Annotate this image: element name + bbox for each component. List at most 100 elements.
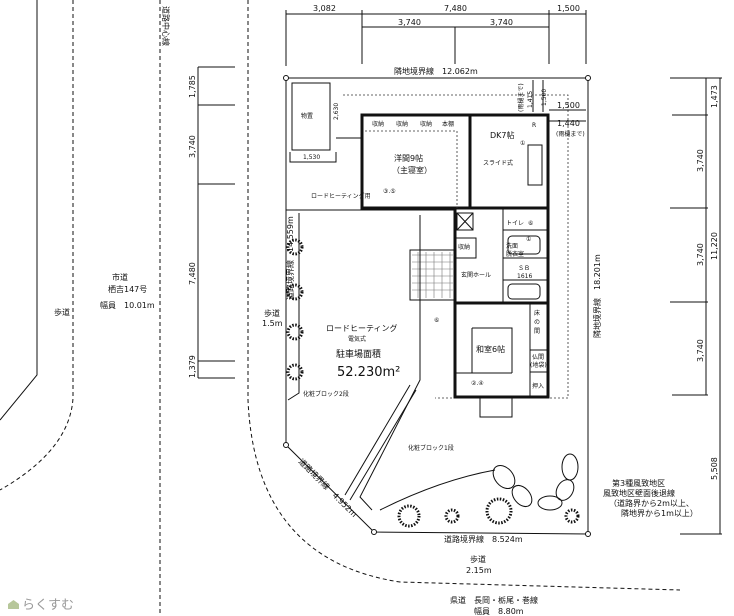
toilet-label: トイレ [506, 220, 524, 227]
sidewalk-line-right [247, 0, 681, 591]
washroom-label-2: 脱衣室 [506, 250, 524, 258]
city-road-width: 幅員 10.01m [100, 300, 155, 310]
storage-label: 物置 [301, 112, 313, 120]
mark-dk: ① [520, 140, 525, 147]
sidewalk-right-label: 歩道 [264, 308, 280, 318]
alcove-3: 間 [534, 328, 540, 335]
logo: らくすむ [8, 594, 74, 613]
boundary-right-label: 隣地境界線 18.201m [592, 254, 602, 338]
parking-heating: ロードヒーティング [326, 323, 398, 333]
dim-top-4: 3,740 [398, 18, 421, 27]
boundary-top-label: 隣地境界線 12.062m [394, 66, 478, 76]
washroom-label: 洗面 [506, 242, 518, 250]
zone-note-2: 風致地区壁面後退線 [603, 488, 675, 498]
entrance-tile [409, 249, 456, 301]
road-lines [0, 0, 681, 616]
dim-left-2: 3,740 [188, 135, 197, 158]
setback-right-b: 1,440 [557, 119, 580, 128]
prefectural-road-name: 県道 長岡・栃尾・巻線 [450, 595, 538, 605]
storage-width: 1,530 [303, 154, 320, 161]
mark-japanese: ②.④ [471, 380, 484, 387]
kitchen-note: スライド式 [483, 159, 513, 167]
dim-left-3: 7,480 [188, 262, 197, 285]
sidewalk-bottom-label: 歩道 [470, 554, 486, 564]
parking-heating-type: 電気式 [348, 335, 366, 343]
dim-top-3: 1,500 [557, 4, 580, 13]
storage-dim [289, 152, 337, 163]
storage2-label: 収納 [458, 243, 470, 251]
boundary-diagonal-label: 道路境界線 4.952m [297, 456, 360, 519]
dk-label: DK7帖 [490, 130, 515, 140]
mark-wash: ① [526, 236, 531, 243]
western-room-label: 洋間9帖 [394, 153, 423, 163]
road-edge-left [0, 0, 38, 421]
parking-area-value: 52.230m² [337, 365, 400, 380]
shrubs [379, 453, 579, 511]
dim-top-5: 3,740 [490, 18, 513, 27]
japanese-room-label: 和室6帖 [476, 344, 505, 354]
mark-toilet: ⑥ [528, 220, 533, 227]
boundary-bottom-label: 道路境界線 8.524m [444, 534, 523, 544]
trees [286, 238, 580, 528]
altar-sub: (地袋) [530, 361, 547, 369]
western-room-sub: （主寝室） [392, 165, 432, 175]
mark-entrance: ⑥ [434, 317, 439, 324]
right-dimensions [670, 77, 722, 535]
closet-2: 収納 [396, 120, 408, 128]
road-heating-unit-label: ロードヒーティング用 [311, 192, 371, 200]
mark-r: R [532, 122, 536, 129]
prefectural-road-width: 幅員 8.80m [474, 606, 524, 616]
dim-right-1: 1,473 [710, 85, 719, 108]
block-one-tier: 化粧ブロック1段 [408, 444, 454, 452]
setback-top-b: 1,500 [541, 89, 548, 106]
dim-right-3: 3,740 [696, 243, 705, 266]
dim-top-1: 3,082 [313, 4, 336, 13]
zone-note-1: 第3種風致地区 [612, 478, 665, 488]
block-two-tier: 化粧ブロック2段 [303, 390, 349, 398]
parking-area-label: 駐車場面積 [336, 348, 381, 360]
dk-walls [468, 113, 550, 210]
hall-label: 玄関ホール [461, 271, 491, 279]
dim-left-4: 1,379 [188, 355, 197, 378]
city-road-number: 栖吉147号 [108, 284, 147, 294]
bookshelf: 本棚 [442, 120, 454, 128]
setback-top-a: 1,415 [527, 91, 534, 108]
sidewalk-bottom-width: 2.15m [466, 566, 492, 575]
dim-right-5: 5,508 [710, 457, 719, 480]
storage-shed [291, 82, 331, 151]
setback-right-a: 1,500 [557, 101, 580, 110]
alcove-1: 床 [534, 309, 540, 317]
parking-edges [287, 213, 421, 511]
mark-western: ③.⑤ [383, 188, 396, 195]
zone-note-3: （道路界から2m以上、 [609, 498, 694, 508]
road-center-label: 道路中心線 [161, 6, 171, 46]
city-road-name: 市道 [112, 272, 128, 282]
closet-1: 収納 [372, 120, 384, 128]
sidewalk-line-left [0, 0, 74, 491]
setback-lines [532, 80, 586, 122]
bath-size: 1616 [517, 273, 532, 280]
lot-boundary [283, 75, 591, 537]
storage-height: 2,630 [333, 103, 340, 120]
closet-3: 収納 [420, 120, 432, 128]
top-dimensions [285, 10, 587, 66]
alcove-2: の [534, 319, 540, 326]
dim-right-2: 3,740 [696, 149, 705, 172]
logo-text: らくすむ [22, 598, 75, 613]
zone-note-4: 隣地界から1m以上） [621, 508, 698, 518]
setback-right-b-note: (雨樋まで) [556, 130, 585, 138]
hall-walls [453, 208, 550, 305]
dim-right-total: 11,220 [710, 232, 719, 260]
boundary-left-label: 道路境界線 14.559m [285, 216, 295, 300]
closet-label: 押入 [532, 382, 544, 390]
block-wall [344, 384, 417, 501]
dim-right-4: 3,740 [696, 339, 705, 362]
bath-label: ＳＢ [518, 265, 530, 272]
sidewalk-left-label: 歩道 [54, 307, 70, 317]
house-icon [8, 600, 19, 609]
house [360, 113, 550, 418]
dim-top-2: 7,480 [444, 4, 467, 13]
setback-top-a-note: (雨樋まで) [517, 83, 525, 112]
sidewalk-right-width: 1.5m [262, 319, 283, 328]
